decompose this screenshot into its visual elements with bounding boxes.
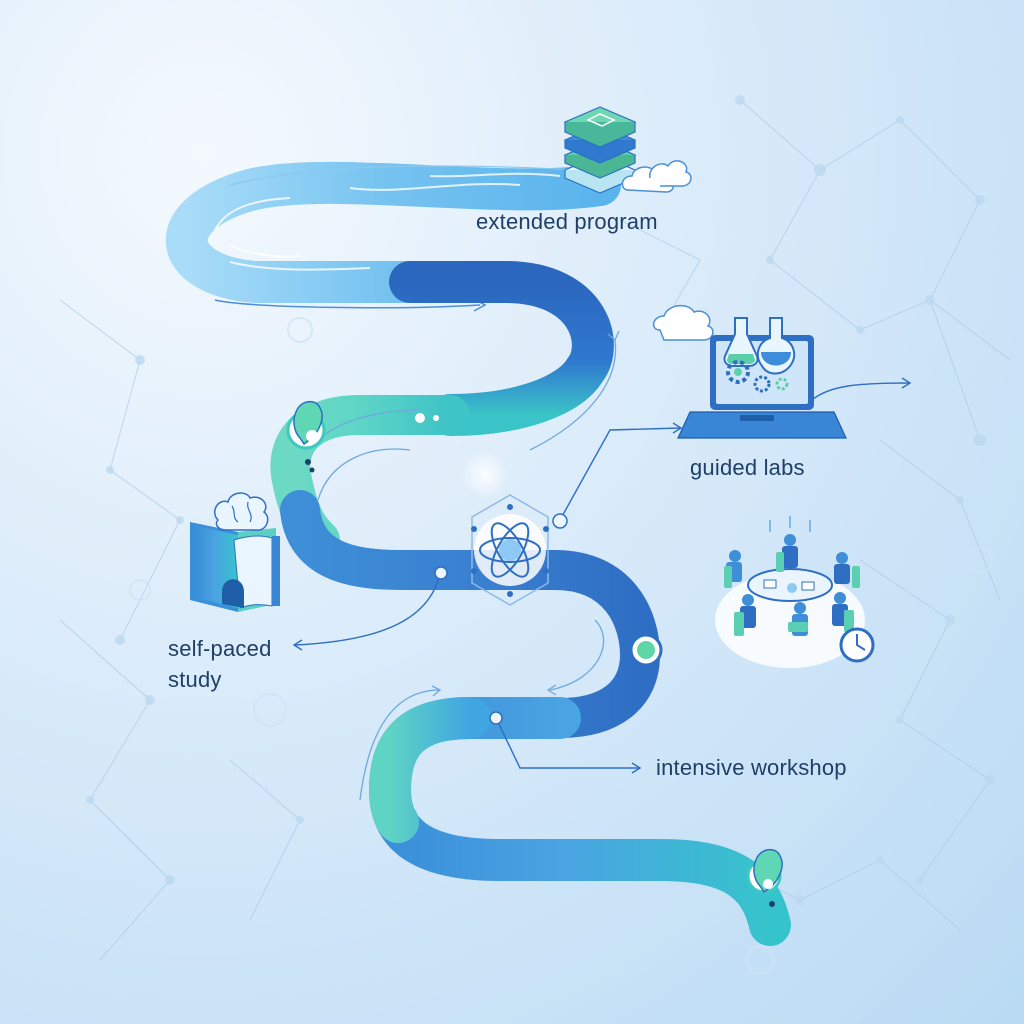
path-segment-lower-accent: [368, 697, 491, 843]
milestone-marker-core: [637, 641, 655, 659]
guide-arrowheads: [431, 330, 620, 697]
path-dot-white: [433, 415, 439, 421]
atom-icon: [461, 451, 549, 606]
path-dot-white: [415, 413, 425, 423]
label-extended-program: extended program: [476, 209, 658, 234]
label-self-paced-line1: self-paced: [168, 636, 272, 661]
label-guided-labs: guided labs: [690, 455, 805, 480]
stacked-layers-icon: [563, 106, 637, 194]
round-table-meeting-icon: [715, 516, 865, 668]
river-underline: [214, 299, 481, 309]
path-segment-mid: [280, 490, 661, 738]
node-guided-labs: [552, 513, 568, 529]
person-silhouette-icon: [746, 848, 783, 907]
connector-arrowheads: [292, 377, 912, 774]
river-ripples: [214, 172, 561, 271]
node-self-paced: [434, 566, 448, 580]
background-rings: [129, 317, 993, 975]
person-silhouette-icon: [286, 400, 326, 473]
cloud-icon: [621, 160, 692, 193]
laptop-flask-icon: [652, 304, 847, 439]
path-segment-lower: [368, 697, 791, 946]
background-nodes: [86, 95, 995, 905]
label-intensive-workshop: intensive workshop: [656, 755, 847, 780]
path-segment-dark: [389, 261, 614, 436]
path-segment-river: [165, 161, 621, 303]
book-brain-icon: [190, 492, 280, 612]
node-workshop: [489, 711, 503, 725]
river-outline: [229, 165, 581, 186]
connector-lines: [294, 382, 911, 769]
label-self-paced-line2: study: [168, 667, 222, 692]
guide-arcs: [317, 339, 617, 801]
clock-icon: [839, 627, 875, 663]
